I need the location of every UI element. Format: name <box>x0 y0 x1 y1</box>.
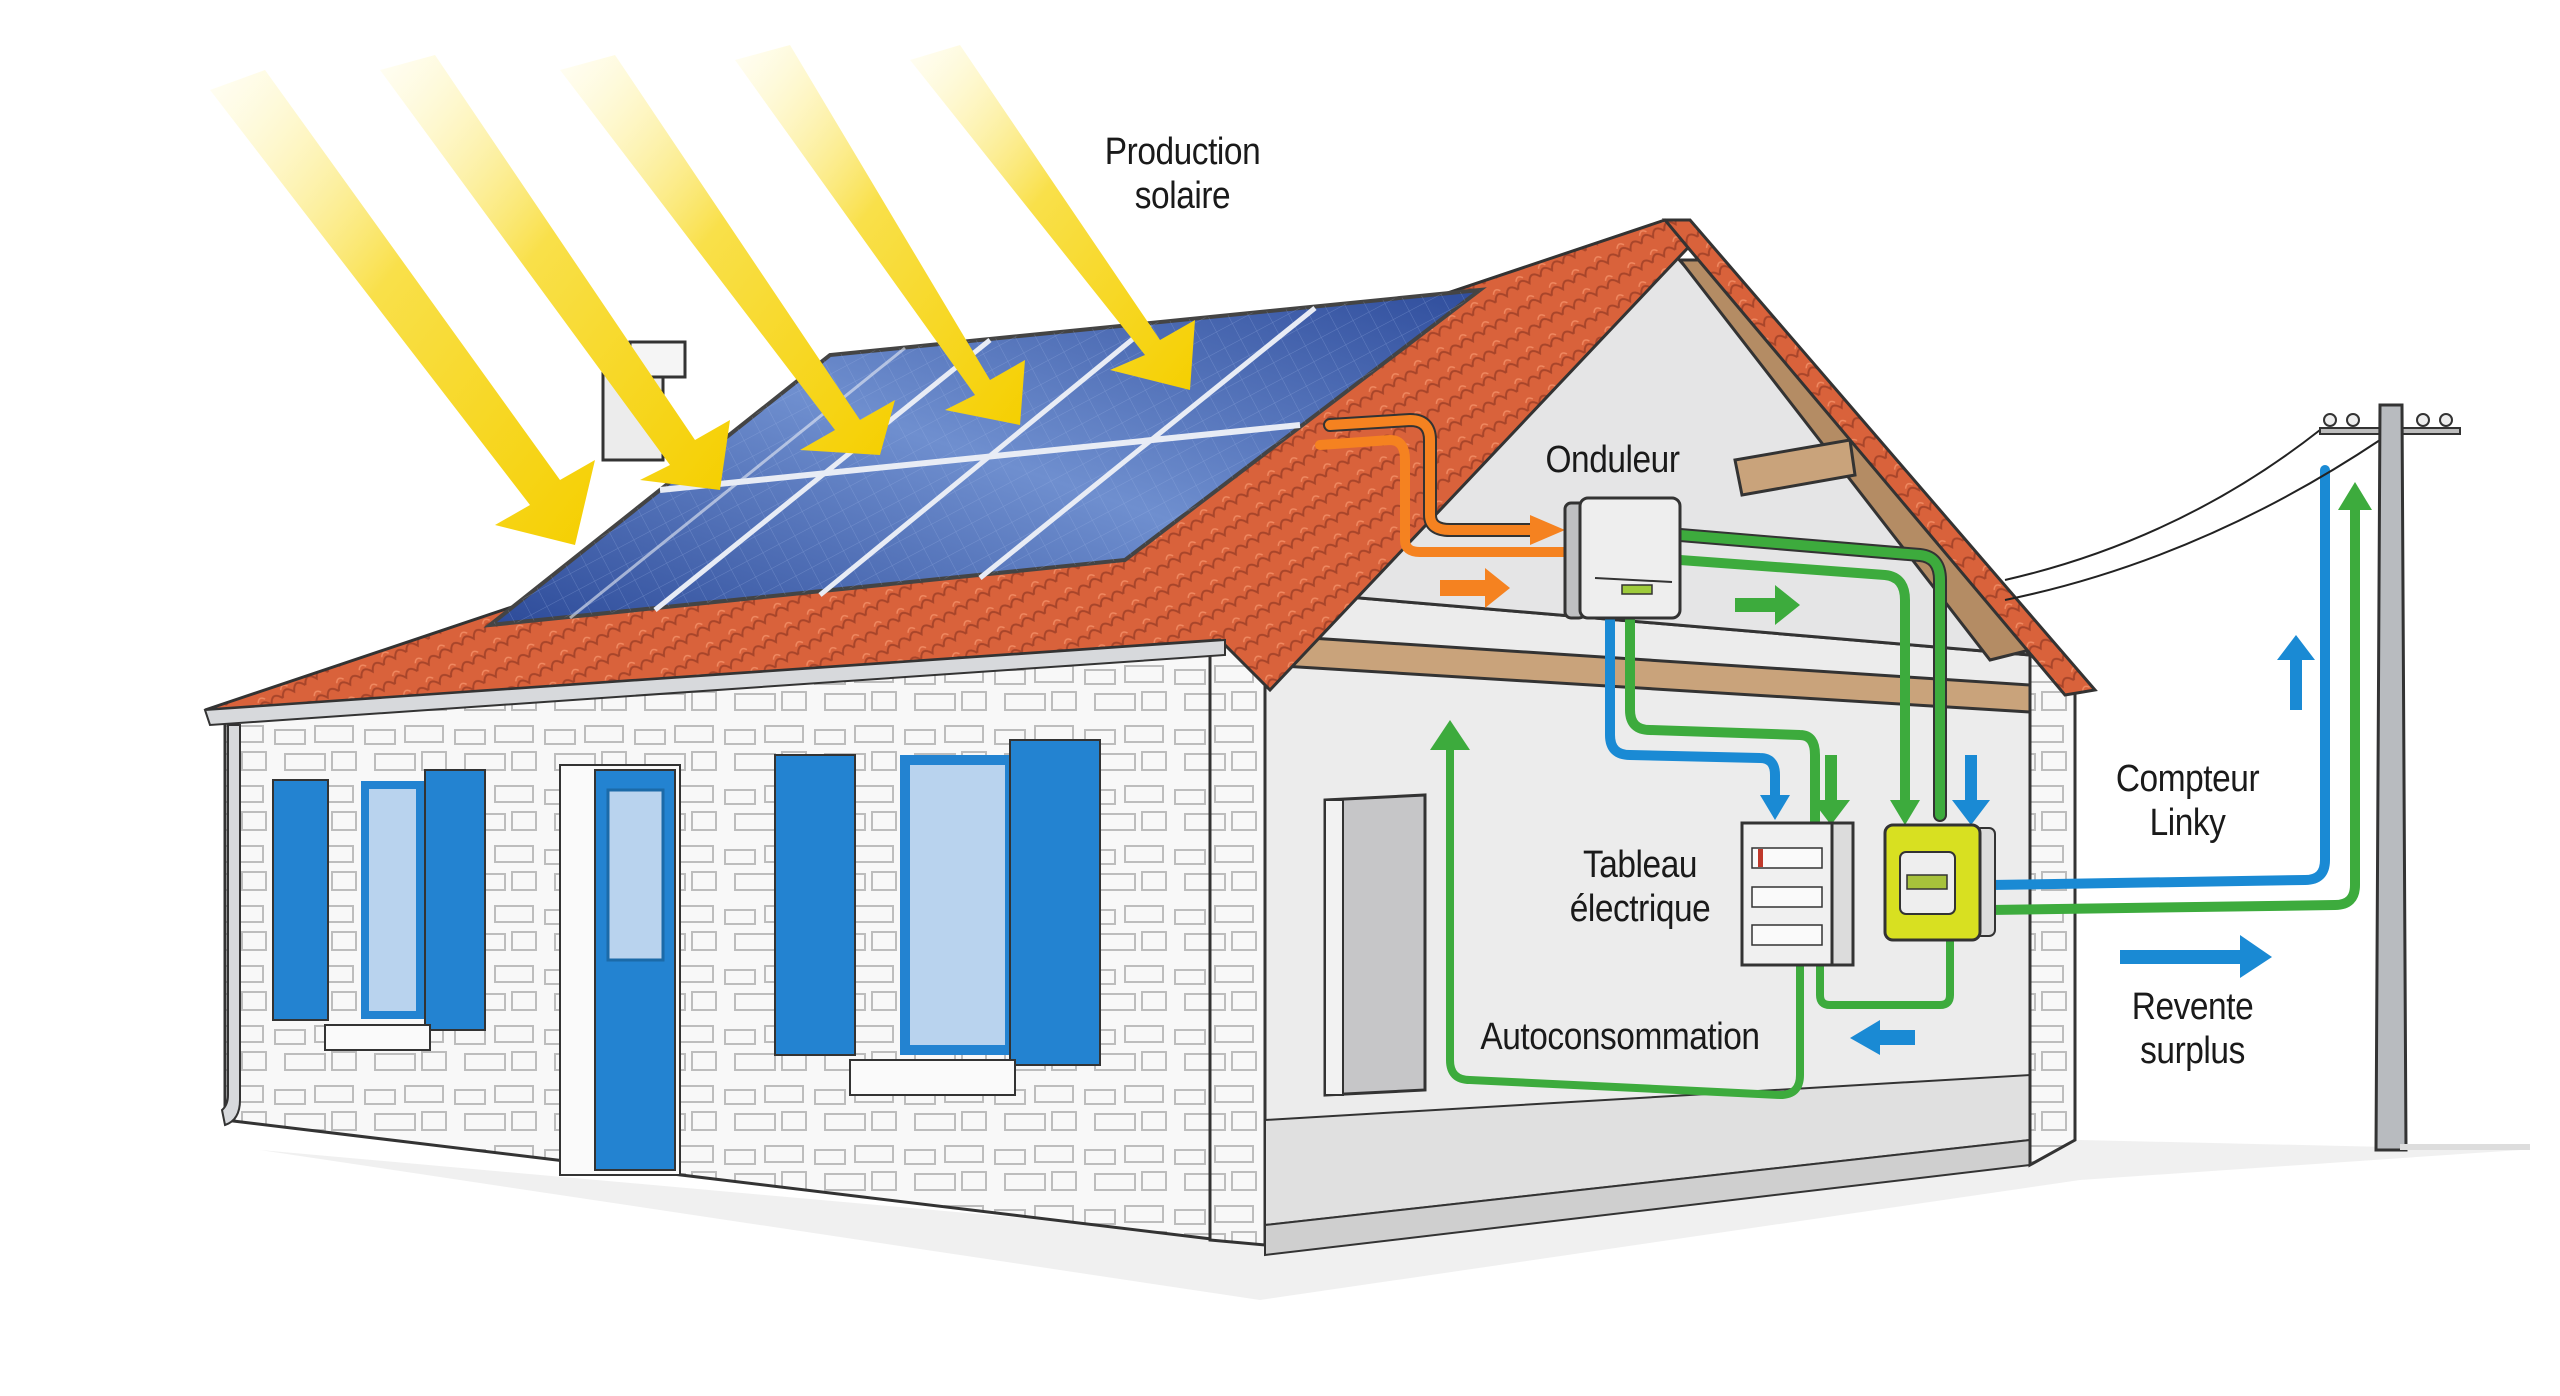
window <box>361 781 424 1019</box>
surplus-arrow <box>2120 935 2272 978</box>
pole <box>2374 403 2408 1152</box>
grid-cable-to-panel <box>1605 615 1780 810</box>
ac-cables <box>1446 465 2360 1099</box>
meter-display <box>1906 874 1948 890</box>
gutter <box>203 638 1226 727</box>
sun-ray <box>380 55 730 490</box>
right-window <box>774 739 1101 1096</box>
window-sill <box>324 1024 431 1051</box>
window <box>900 755 1015 1055</box>
ac-flow-arrow <box>1735 585 1800 625</box>
dc-cables <box>1315 412 1580 557</box>
utility-pole <box>2004 403 2530 1152</box>
sun-ray <box>735 45 1025 425</box>
front-wall-corner <box>1208 598 1267 1247</box>
surplus-label: Revente surplus <box>2116 985 2270 1073</box>
dc-flow-arrow <box>1440 568 1510 608</box>
selfconsumption-arrow <box>1430 720 1470 750</box>
inverter-display <box>1621 584 1653 595</box>
inverter-body <box>1578 496 1682 620</box>
meter-label: Compteur Linky <box>2102 757 2274 845</box>
grid-export-line <box>1985 465 2330 890</box>
downpipe <box>220 724 241 1127</box>
selfconsumption-loop <box>1446 741 1804 1099</box>
shutter <box>272 779 329 1021</box>
power-line <box>2004 439 2381 601</box>
export-up-arrow <box>2277 635 2315 710</box>
import-arrow <box>1850 1020 1915 1055</box>
ac-export-line <box>1985 500 2360 915</box>
panel-label-line2: électrique <box>1569 888 1711 930</box>
panel-label-line1: Tableau <box>1582 844 1698 886</box>
shutter <box>1009 739 1101 1066</box>
purlin <box>1733 438 1857 497</box>
meter-label-line2: Linky <box>2149 802 2226 844</box>
panel-label: Tableau électrique <box>1552 843 1728 931</box>
surplus-label-line2: surplus <box>2140 1030 2245 1072</box>
selfconsumption-label: Autoconsommation <box>1480 1016 1760 1058</box>
inverter-label: Onduleur <box>1545 439 1680 481</box>
roof-gable-edge <box>1661 218 2098 697</box>
linky-meter <box>1883 823 1996 942</box>
sun-rays <box>210 45 1195 545</box>
ac-cable-to-panel <box>1625 615 1820 830</box>
power-line <box>2004 429 2321 581</box>
door-glass <box>606 788 665 962</box>
production-label-line1: Production <box>1104 131 1261 173</box>
ground-shadow <box>260 1140 2520 1300</box>
shutter <box>774 754 856 1056</box>
solar-array <box>483 287 1487 628</box>
shutter <box>424 769 486 1031</box>
down-arrow-green-meter <box>1890 800 1920 825</box>
inverter <box>1563 496 1682 620</box>
left-window <box>272 769 486 1051</box>
down-arrow-green <box>1812 755 1850 825</box>
ac-cable-to-meter-2 <box>1675 555 1910 805</box>
panel-meter-link <box>1816 936 1954 1009</box>
doorway-frame <box>1324 799 1344 1096</box>
production-label: Production solaire <box>1084 130 1282 218</box>
window-sill <box>849 1059 1016 1096</box>
down-arrow-blue <box>1952 755 1990 825</box>
sun-ray <box>560 55 895 455</box>
sun-ray <box>910 45 1195 390</box>
front-door <box>559 764 681 1176</box>
export-green-arrowhead <box>2338 482 2372 510</box>
surplus-label-line1: Revente <box>2131 986 2254 1028</box>
dc-arrow <box>1530 515 1565 545</box>
meter-label-line1: Compteur <box>2115 758 2260 800</box>
down-arrow-blue-panel <box>1760 795 1790 820</box>
electrical-panel <box>1740 821 1855 967</box>
sun-ray <box>210 70 595 545</box>
production-label-line2: solaire <box>1134 175 1231 217</box>
solar-panel-divider <box>659 422 1301 493</box>
